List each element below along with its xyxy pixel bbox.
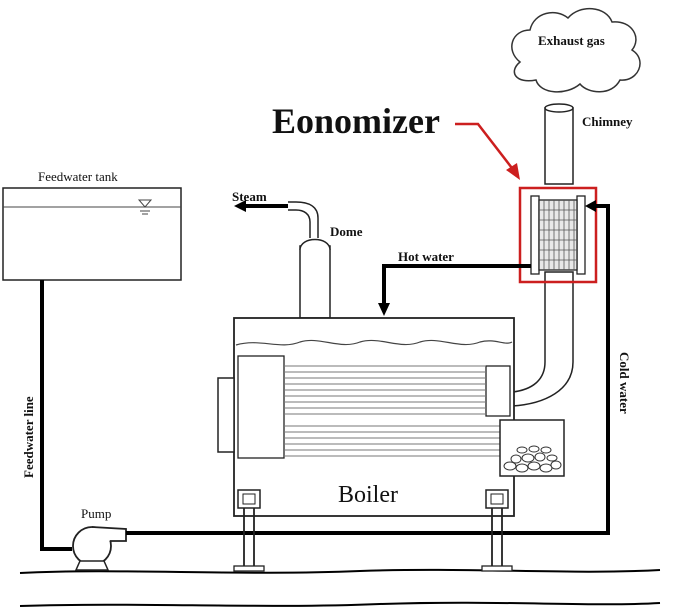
dome-label: Dome bbox=[330, 224, 363, 239]
boiler-water-surface bbox=[235, 339, 513, 346]
hot-water-arrowhead bbox=[378, 303, 390, 316]
boiler-tubes bbox=[284, 365, 500, 457]
ground-line bbox=[19, 568, 661, 574]
economizer-unit bbox=[518, 186, 598, 284]
dome bbox=[288, 201, 331, 319]
boiler bbox=[217, 317, 565, 517]
cold-water-arrowhead bbox=[585, 200, 596, 212]
pump-label: Pump bbox=[81, 506, 111, 521]
ground-line-lower bbox=[19, 601, 661, 607]
coal-pile bbox=[503, 445, 562, 473]
economizer-highlight-box bbox=[518, 186, 598, 284]
economizer-title: Eonomizer bbox=[272, 101, 440, 141]
cold-water-pipe bbox=[126, 204, 610, 535]
cold-water-label: Cold water bbox=[617, 352, 632, 414]
economizer-pointer-arrow bbox=[455, 122, 516, 173]
boiler-support-right bbox=[481, 489, 513, 572]
hot-water-label: Hot water bbox=[398, 249, 454, 264]
boiler-support-left bbox=[233, 489, 265, 572]
boiler-label: Boiler bbox=[338, 482, 398, 508]
steam-arrowhead bbox=[234, 200, 246, 212]
feedwater-line-pipe bbox=[40, 280, 72, 551]
exhaust-gas-label: Exhaust gas bbox=[538, 33, 605, 48]
pump bbox=[72, 526, 127, 571]
chimney-label: Chimney bbox=[582, 114, 633, 129]
feedwater-line-label: Feedwater line bbox=[21, 396, 36, 478]
economizer-pointer-arrowhead bbox=[506, 163, 520, 180]
feedwater-tank bbox=[2, 187, 182, 281]
feedwater-tank-label: Feedwater tank bbox=[38, 169, 118, 184]
water-level-icon bbox=[137, 199, 153, 215]
steam-label: Steam bbox=[232, 189, 267, 204]
exhaust-cloud bbox=[511, 8, 641, 93]
hot-water-pipe bbox=[382, 264, 531, 305]
